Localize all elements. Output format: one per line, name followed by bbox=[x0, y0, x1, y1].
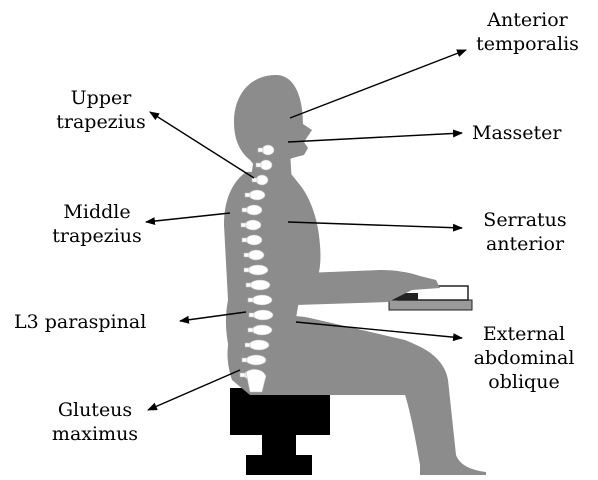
vertebra-process bbox=[246, 283, 251, 287]
chair bbox=[230, 388, 330, 475]
vertebra-process bbox=[256, 163, 261, 167]
vertebra bbox=[262, 145, 274, 155]
arrow-gluteus-maximus bbox=[148, 370, 240, 410]
vertebra-process bbox=[240, 373, 245, 377]
label-upper-trapezius: Upper trapezius bbox=[46, 86, 156, 134]
label-external-abdominal-oblique: External abdominal oblique bbox=[462, 322, 586, 394]
vertebra-process bbox=[242, 358, 247, 362]
vertebra bbox=[248, 265, 268, 275]
vertebra-process bbox=[248, 298, 253, 302]
arrow-masseter bbox=[288, 133, 462, 142]
label-gluteus-maximus: Gluteus maximus bbox=[40, 398, 150, 446]
vertebra-process bbox=[248, 328, 253, 332]
vertebra bbox=[246, 355, 266, 365]
vertebra bbox=[260, 160, 272, 170]
vertebra-process bbox=[241, 223, 246, 227]
vertebra bbox=[249, 340, 269, 350]
vertebra bbox=[252, 325, 272, 335]
vertebra-process bbox=[252, 178, 257, 182]
vertebra bbox=[252, 295, 272, 305]
arrow-anterior-temporalis bbox=[290, 50, 466, 118]
vertebra-process bbox=[249, 313, 254, 317]
vertebra-process bbox=[245, 193, 250, 197]
label-masseter: Masseter bbox=[472, 121, 562, 145]
vertebra bbox=[246, 205, 262, 215]
label-anterior-temporalis: Anterior temporalis bbox=[470, 8, 585, 56]
vertebra bbox=[248, 250, 264, 260]
vertebra-process bbox=[242, 208, 247, 212]
vertebra-process bbox=[245, 343, 250, 347]
vertebra bbox=[249, 190, 265, 200]
label-serratus-anterior: Serratus anterior bbox=[470, 208, 580, 256]
vertebra bbox=[256, 175, 268, 185]
vertebra bbox=[250, 280, 270, 290]
vertebra-process bbox=[242, 238, 247, 242]
label-l3-paraspinal: L3 paraspinal bbox=[14, 310, 146, 334]
arrow-middle-trapezius bbox=[146, 213, 230, 222]
vertebra-process bbox=[244, 253, 249, 257]
vertebra bbox=[245, 220, 261, 230]
vertebra bbox=[253, 310, 273, 320]
vertebra-process bbox=[244, 268, 249, 272]
vertebra-process bbox=[258, 148, 263, 152]
label-middle-trapezius: Middle trapezius bbox=[42, 200, 152, 248]
vertebra bbox=[246, 235, 262, 245]
